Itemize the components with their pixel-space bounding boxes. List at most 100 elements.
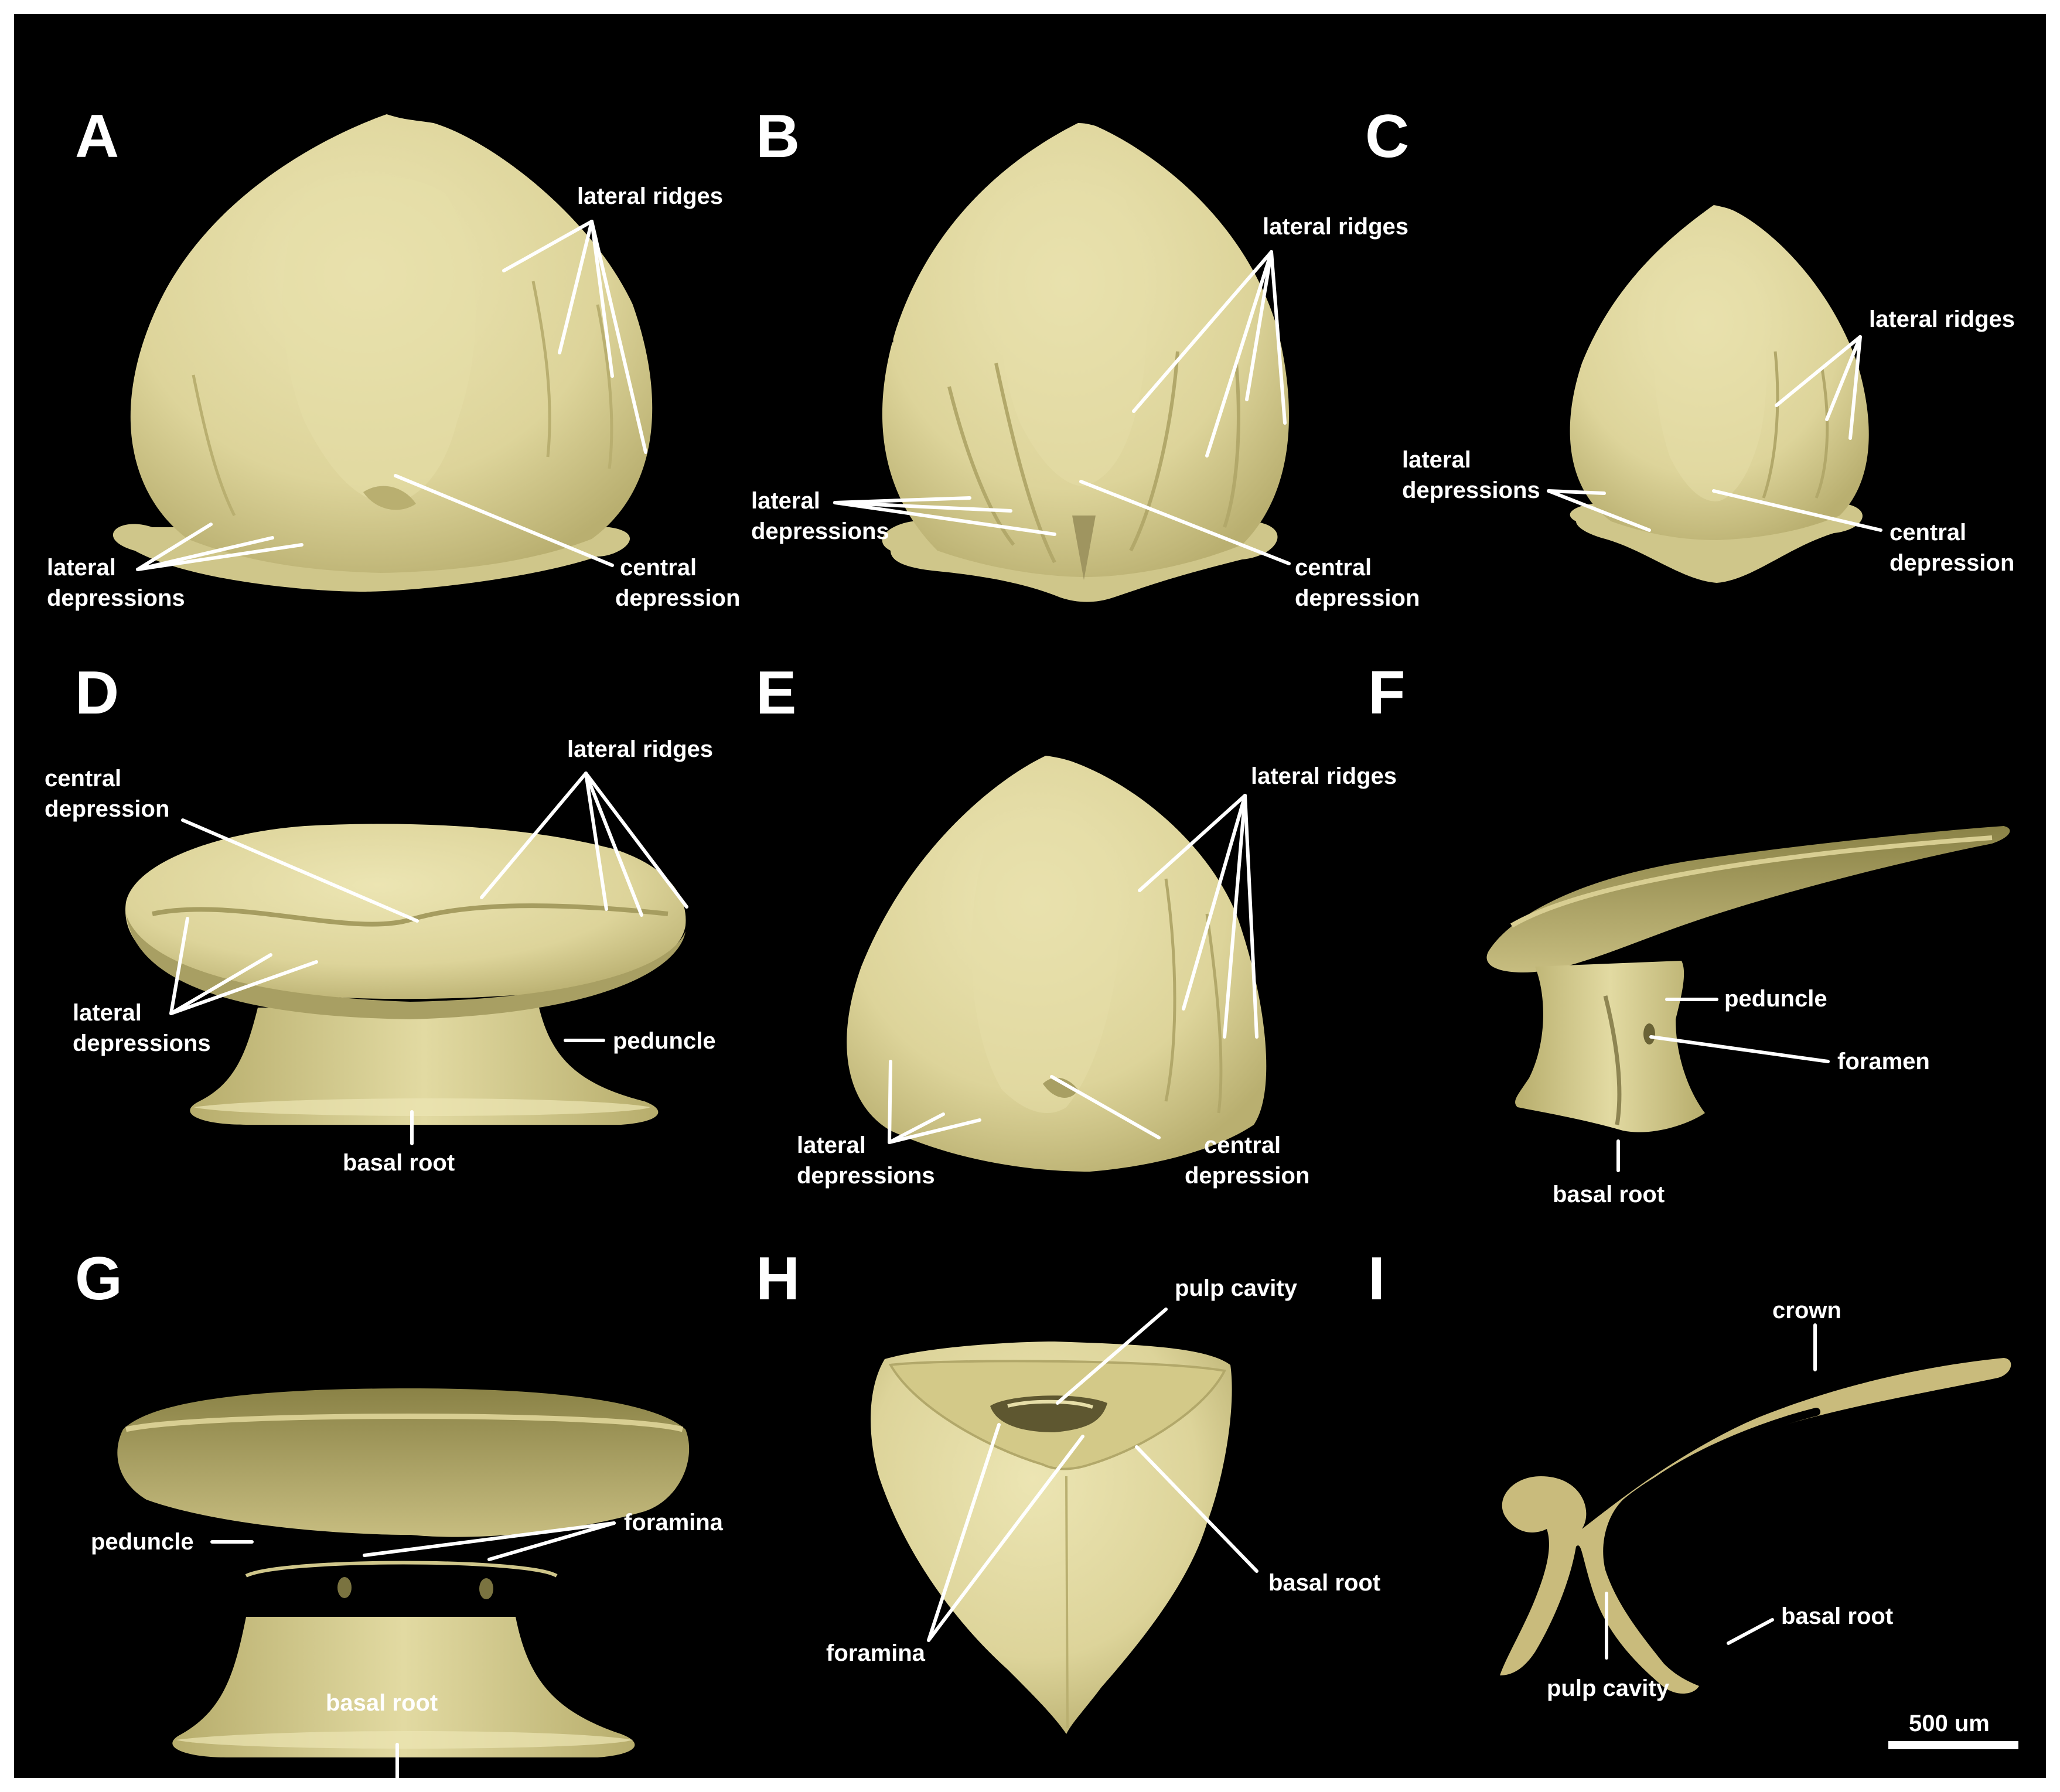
- panel-letter-b: B: [756, 103, 800, 170]
- leader-line: [1649, 1035, 1830, 1063]
- label-basal-root-i: basal root: [1781, 1603, 1893, 1629]
- leader-line: [502, 220, 594, 272]
- label-peduncle-g: peduncle: [91, 1529, 194, 1555]
- leader-line: [487, 1521, 616, 1561]
- leader-line: [584, 772, 688, 909]
- label-foramina-g: foramina: [624, 1510, 724, 1535]
- leader-line: [1727, 1618, 1774, 1645]
- label-lateral-ridges-e: lateral ridges: [1251, 763, 1397, 789]
- label-peduncle-d: peduncle: [613, 1028, 716, 1054]
- leader-line: [888, 1112, 945, 1144]
- leader-line: [590, 220, 647, 454]
- label-crown-i: crown: [1772, 1298, 1841, 1323]
- panel-letter-a: A: [75, 103, 119, 170]
- label-lateral-depressions-b-2: depressions: [751, 518, 889, 544]
- leader-line: [136, 543, 303, 571]
- label-lateral-depressions-c-1: lateral: [1402, 447, 1471, 473]
- leader-line: [888, 1118, 981, 1144]
- scale-bar-line: [1888, 1741, 2018, 1749]
- specimen-f: [1486, 826, 2010, 1132]
- label-lateral-ridges-d: lateral ridges: [567, 736, 713, 762]
- label-basal-root-g: basal root: [326, 1690, 438, 1716]
- specimen-h: [871, 1342, 1232, 1734]
- leader-line: [1775, 335, 1862, 407]
- panel-b: B lateral ridges lateral depressions cen…: [751, 103, 1420, 611]
- specimen-g: [117, 1388, 690, 1757]
- leader-line: [1056, 1308, 1168, 1405]
- leader-line: [1547, 489, 1651, 532]
- leader-line: [1712, 489, 1882, 532]
- specimen-a: [112, 114, 653, 592]
- panel-c: C lateral ridges lateral depressions cen…: [1365, 103, 2015, 583]
- label-central-depression-c-2: depression: [1890, 550, 2014, 576]
- leader-line: [1135, 1445, 1258, 1573]
- leader-line: [833, 501, 1012, 513]
- leader-line: [1547, 489, 1606, 495]
- panel-i: I crown basal root pulp cavity 500 um: [1368, 1245, 2018, 1749]
- label-lateral-depressions-d-1: lateral: [73, 1000, 142, 1026]
- panel-e: E lateral ridges lateral depressions cen…: [756, 659, 1397, 1189]
- leader-line: [584, 772, 608, 911]
- leader-line: [136, 536, 274, 571]
- panel-letter-e: E: [756, 659, 796, 727]
- leader-line: [1132, 250, 1273, 413]
- scale-bar: 500 um: [1888, 1711, 2018, 1749]
- leader-line: [1825, 335, 1862, 421]
- panel-letter-h: H: [756, 1245, 800, 1313]
- label-lateral-ridges-a: lateral ridges: [577, 183, 723, 209]
- label-central-depression-b-1: central: [1295, 555, 1372, 581]
- leader-line: [590, 220, 614, 378]
- specimen-e: [847, 756, 1267, 1172]
- panel-letter-c: C: [1365, 103, 1409, 170]
- label-lateral-ridges-b: lateral ridges: [1263, 214, 1408, 240]
- panel-d: D central depression lateral ridges late…: [45, 659, 716, 1176]
- label-central-depression-e-2: depression: [1185, 1163, 1309, 1189]
- leader-line: [584, 772, 643, 917]
- leader-line: [1079, 480, 1291, 565]
- leader-line: [181, 818, 419, 923]
- specimen-d: [125, 824, 686, 1125]
- leader-line: [136, 523, 213, 571]
- leader-line: [394, 474, 614, 567]
- panel-letter-g: G: [75, 1245, 122, 1313]
- leader-line: [169, 953, 272, 1015]
- leader-line: [1243, 794, 1258, 1039]
- leader-line: [1223, 794, 1247, 1039]
- label-central-depression-d-1: central: [45, 766, 121, 791]
- leader-line: [558, 220, 594, 354]
- panel-letter-d: D: [75, 659, 119, 727]
- label-pulp-cavity-i: pulp cavity: [1547, 1675, 1670, 1701]
- label-basal-root-f: basal root: [1553, 1182, 1665, 1207]
- label-central-depression-d-2: depression: [45, 796, 169, 822]
- label-lateral-depressions-b-1: lateral: [751, 488, 820, 514]
- leader-line: [169, 917, 189, 1015]
- label-lateral-depressions-e-1: lateral: [797, 1132, 866, 1158]
- label-lateral-depressions-d-2: depressions: [73, 1030, 211, 1056]
- leader-line: [833, 501, 1056, 536]
- leader-line: [363, 1521, 616, 1557]
- label-lateral-depressions-e-2: depressions: [797, 1163, 935, 1189]
- leader-line: [1245, 250, 1273, 401]
- label-central-depression-c-1: central: [1890, 520, 1966, 545]
- leader-line: [1848, 335, 1862, 440]
- leader-line: [1270, 250, 1287, 425]
- section-i: [1500, 1358, 2011, 1694]
- specimen-b: [882, 123, 1289, 602]
- leader-line: [927, 1435, 1084, 1642]
- label-basal-root-h: basal root: [1268, 1570, 1380, 1596]
- leader-line: [1138, 794, 1247, 892]
- label-pulp-cavity-h: pulp cavity: [1175, 1275, 1298, 1301]
- label-central-depression-e-1: central: [1204, 1132, 1281, 1158]
- leader-line: [169, 960, 318, 1015]
- label-central-depression-b-2: depression: [1295, 585, 1420, 611]
- panel-f: F peduncle foramen basal root: [1368, 659, 2010, 1207]
- panel-h: H pulp cavity basal root foramina: [756, 1245, 1380, 1734]
- label-central-depression-a-1: central: [620, 555, 697, 581]
- leader-line: [1050, 1075, 1161, 1139]
- label-foramina-h: foramina: [826, 1640, 926, 1666]
- label-basal-root-d: basal root: [343, 1150, 455, 1176]
- label-peduncle-f: peduncle: [1724, 986, 1827, 1012]
- leader-line: [833, 496, 971, 504]
